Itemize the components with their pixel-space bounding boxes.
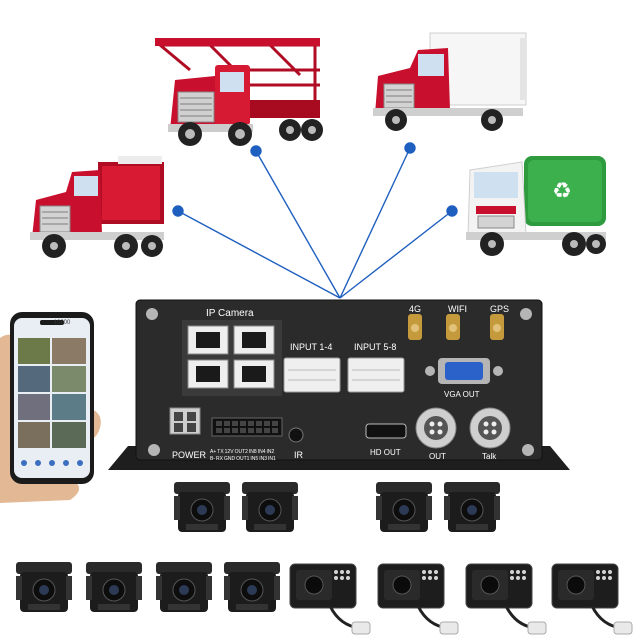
pin-label: IN4 [257, 449, 266, 455]
out-label: OUT [429, 452, 446, 461]
camera [223, 561, 281, 613]
ir-camera [288, 562, 372, 636]
pin-label: TX [217, 449, 224, 455]
antenna-4g-label: 4G [409, 304, 422, 314]
pin-label: OUT2 [234, 449, 248, 455]
pin-label: 12V [224, 449, 234, 455]
camera [443, 481, 501, 533]
camera [173, 481, 231, 533]
pin-labels-row-2: B- RX GND OUT1 IN5 IN3 IN1 [210, 456, 276, 462]
power-label: POWER [172, 450, 207, 460]
input-5-8-label: INPUT 5-8 [354, 342, 397, 352]
pin-label: IN1 [267, 456, 276, 462]
camera [85, 561, 143, 613]
box-truck [373, 32, 527, 131]
pin-label: OUT1 [236, 456, 250, 462]
camera [15, 561, 73, 613]
antenna-wifi-label: WIFI [448, 304, 467, 314]
pin-label: RX [216, 456, 223, 462]
camera [241, 481, 299, 533]
vga-out-label: VGA OUT [444, 390, 480, 399]
pin-label: B- [210, 456, 215, 462]
pin-labels-row-1: A+ TX 12V OUT2 IN8 IN4 IN2 [210, 449, 274, 455]
ir-camera [376, 562, 460, 636]
garbage-truck: ♻ [466, 156, 606, 256]
camera [155, 561, 213, 613]
pin-label: GND [223, 456, 236, 462]
camera [375, 481, 433, 533]
phone-app-title: 10000 [53, 320, 71, 326]
svg-text:♻: ♻ [552, 178, 572, 203]
pin-label: IN3 [259, 456, 267, 462]
ir-camera [464, 562, 548, 636]
ir-camera [550, 562, 634, 636]
antenna-gps-label: GPS [490, 304, 510, 314]
talk-label: Talk [482, 452, 497, 461]
dump-truck [30, 156, 164, 258]
mdvr-device-panel [108, 299, 570, 470]
ip-camera-label: IP Camera [206, 308, 254, 319]
hand-with-phone [0, 312, 101, 503]
car-carrier-truck [155, 38, 323, 146]
camera-set [15, 481, 634, 636]
pin-label: IN5 [250, 456, 259, 462]
pin-label: IN8 [248, 449, 257, 455]
input-1-4-label: INPUT 1-4 [290, 342, 333, 352]
pin-label: A+ [210, 449, 217, 455]
pin-label: IN2 [266, 449, 275, 455]
ir-label: IR [294, 450, 303, 460]
hd-out-label: HD OUT [370, 448, 401, 457]
